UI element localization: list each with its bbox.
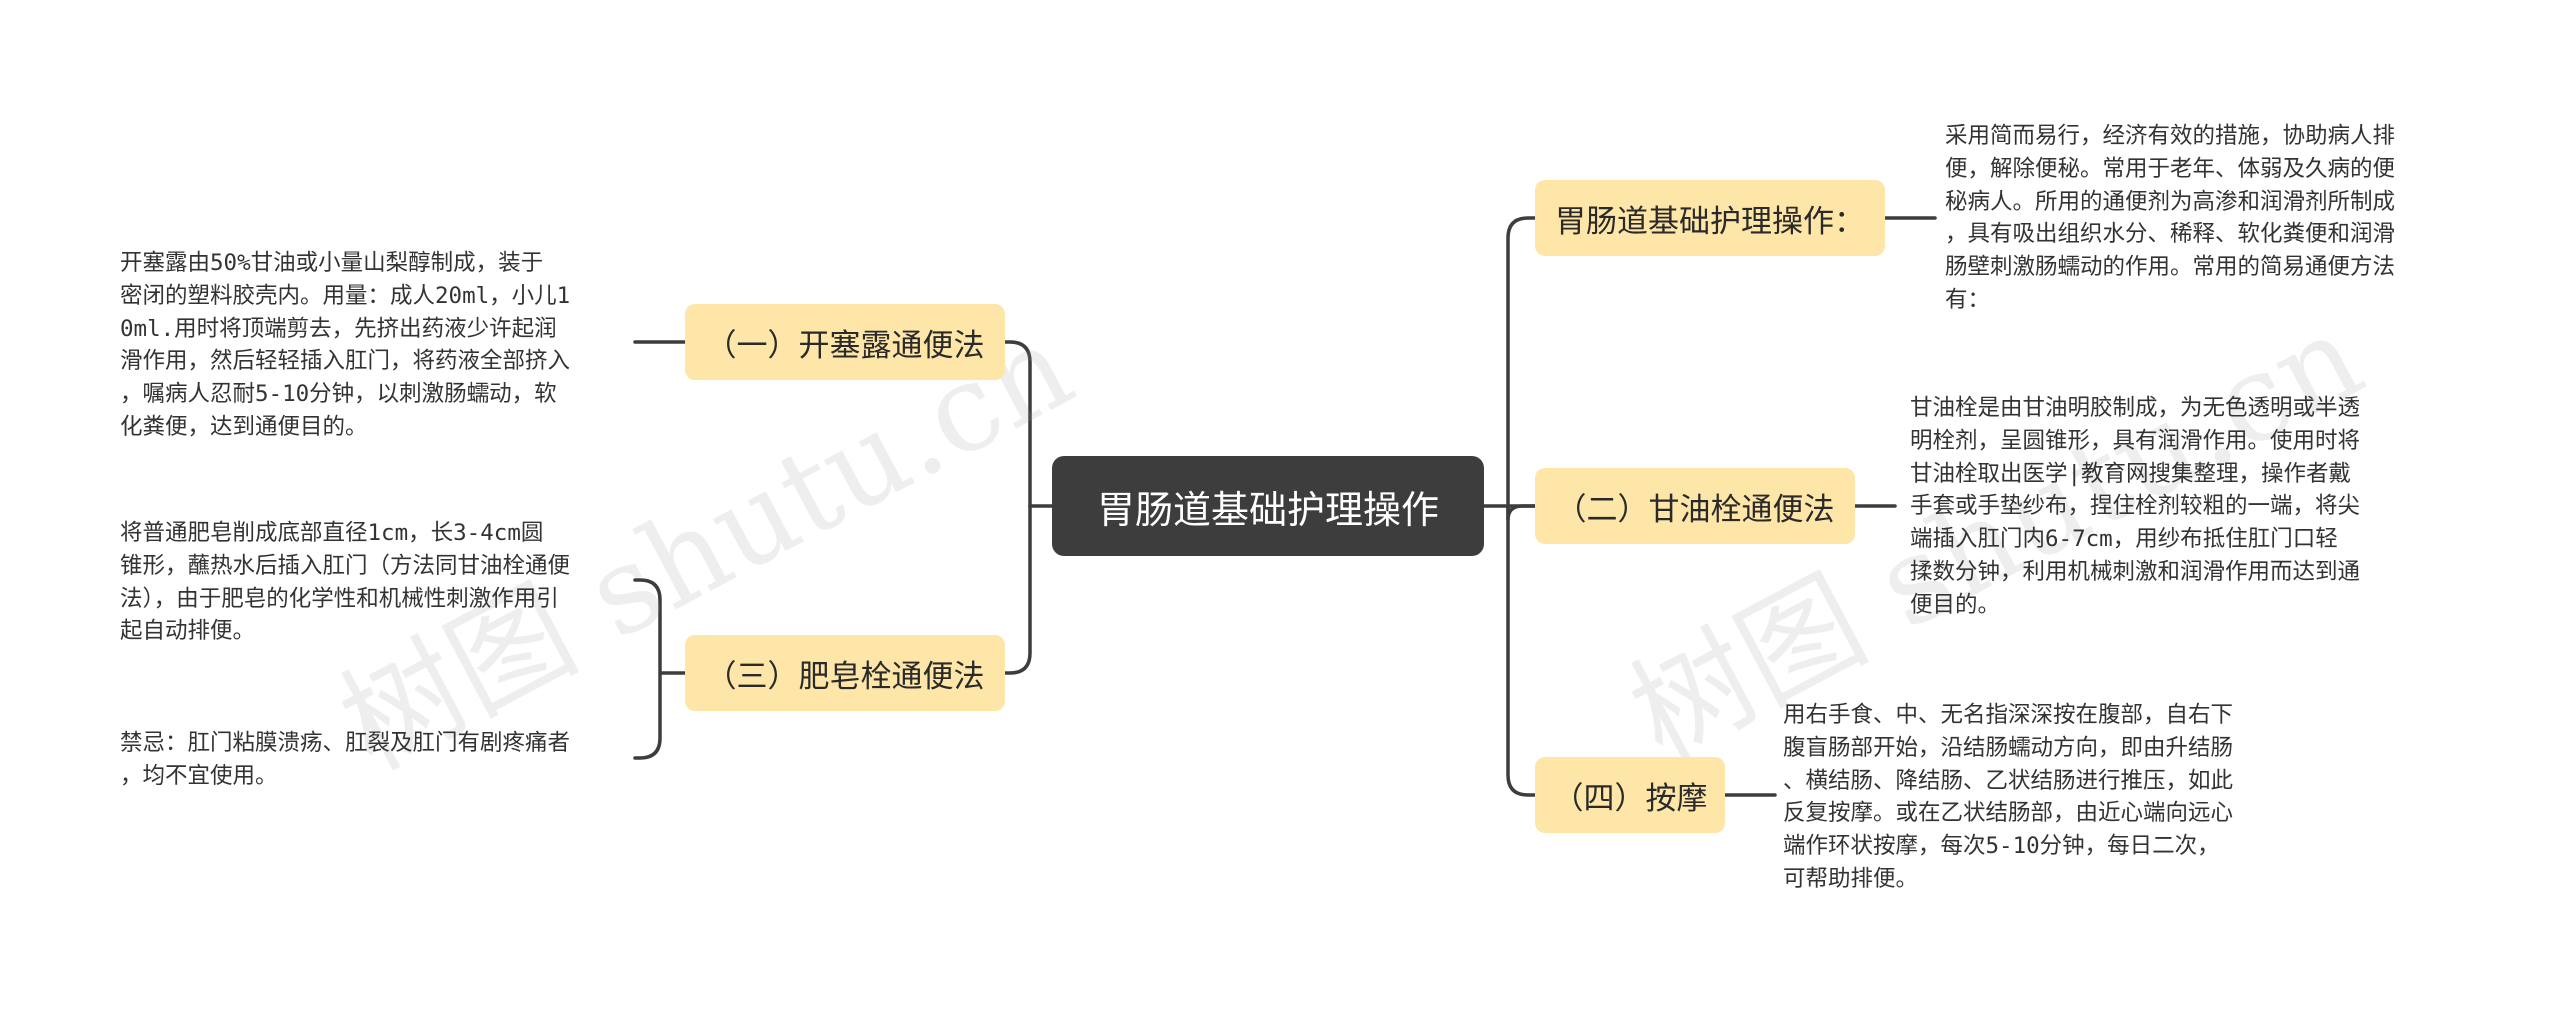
leaf-feizao-contraindication: 禁忌：肛门粘膜溃疡、肛裂及肛门有剧疼痛者 ，均不宜使用。 bbox=[120, 730, 571, 789]
leaf-anmo-text: 用右手食、中、无名指深深按在腹部，自右下 腹盲肠部开始，沿结肠蠕动方向，即由升结… bbox=[1783, 702, 2234, 892]
branch-feizao[interactable]: （三）肥皂栓通便法 bbox=[685, 635, 1005, 711]
connector-left-feizao bbox=[1003, 504, 1032, 675]
branch-kaisailu[interactable]: （一）开塞露通便法 bbox=[685, 304, 1005, 380]
connector-right-anmo bbox=[1506, 504, 1537, 797]
connector-right-intro bbox=[1506, 216, 1537, 508]
connector-left-kaisailu bbox=[1003, 340, 1032, 508]
connector-feizao-bracket bbox=[633, 578, 687, 760]
leaf-kaisailu-text: 开塞露由50%甘油或小量山梨醇制成，装于 密闭的塑料胶壳内。用量：成人20ml，… bbox=[120, 250, 571, 440]
central-topic[interactable]: 胃肠道基础护理操作 bbox=[1052, 456, 1484, 556]
leaf-feizao-text: 将普通肥皂削成底部直径1cm，长3-4cm圆 锥形，蘸热水后插入肛门（方法同甘油… bbox=[120, 520, 571, 645]
leaf-ganyou-text: 甘油栓是由甘油明胶制成，为无色透明或半透 明栓剂，呈圆锥形，具有润滑作用。使用时… bbox=[1910, 395, 2361, 618]
branch-ganyou[interactable]: （二）甘油栓通便法 bbox=[1535, 468, 1855, 544]
connector-right-ganyou bbox=[1506, 504, 1537, 521]
branch-intro[interactable]: 胃肠道基础护理操作： bbox=[1535, 180, 1885, 256]
leaf-intro-text: 采用简而易行，经济有效的措施，协助病人排 便，解除便秘。常用于老年、体弱及久病的… bbox=[1945, 123, 2396, 313]
branch-anmo[interactable]: （四）按摩 bbox=[1535, 757, 1725, 833]
